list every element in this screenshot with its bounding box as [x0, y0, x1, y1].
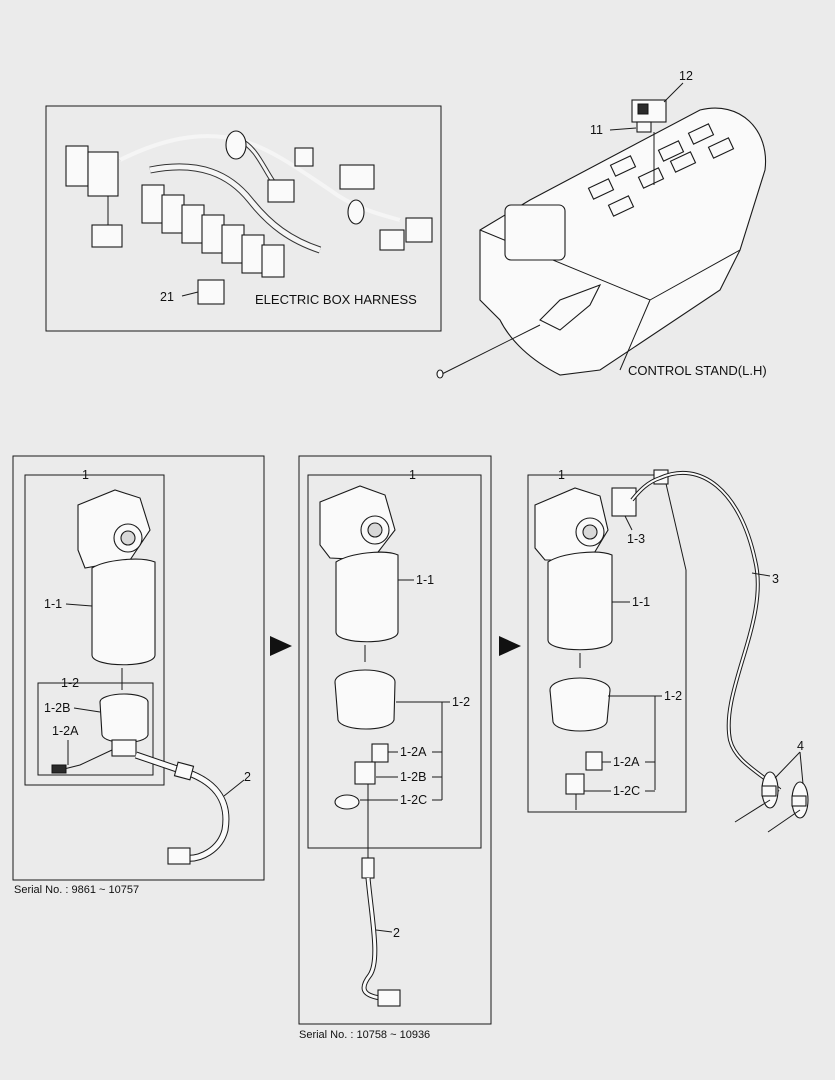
arrow-right-icon	[499, 636, 521, 656]
switch-panel	[587, 123, 735, 217]
connector	[294, 147, 314, 167]
drain-plug	[565, 773, 585, 795]
connector	[405, 217, 433, 243]
cable-ties	[734, 771, 809, 833]
connector	[267, 179, 295, 203]
panel-a: 1 1-1 1-2 1-2B 1-2A 2 Serial No. : 9861 …	[12, 455, 265, 896]
connector	[379, 229, 405, 251]
label-1-2c: 1-2C	[613, 784, 640, 798]
cable-connector	[167, 847, 191, 865]
sensor	[585, 751, 603, 771]
label-1-2c: 1-2C	[400, 793, 427, 807]
connector	[87, 151, 119, 197]
drain-plug	[354, 761, 376, 785]
callout-4: 4	[797, 739, 804, 753]
label-1-2a: 1-2A	[613, 755, 640, 769]
joystick-lever	[539, 283, 602, 331]
label-1-1: 1-1	[416, 573, 434, 587]
callout-2: 2	[244, 770, 251, 784]
relay	[197, 279, 225, 305]
label-1-2b: 1-2B	[44, 701, 70, 715]
callout-1: 1	[82, 468, 89, 482]
panel-a-bowl-frame	[37, 682, 154, 776]
label-1-2: 1-2	[452, 695, 470, 709]
cable-connector	[377, 989, 401, 1007]
connector	[339, 164, 375, 190]
panel-a-assembly-frame	[24, 474, 165, 786]
callout-1: 1	[409, 468, 416, 482]
callout-21: 21	[160, 290, 174, 304]
connector	[65, 145, 89, 187]
panel-c-frame	[527, 474, 687, 813]
arrow-right-icon	[270, 636, 292, 656]
grommet	[347, 199, 365, 225]
control-stand: 12 11 CONTROL STAND(L.H)	[436, 69, 767, 379]
cap	[334, 794, 360, 810]
filter-canister	[91, 558, 156, 666]
harness-frame	[45, 105, 442, 332]
heater	[611, 487, 637, 517]
relay-block-row	[141, 184, 285, 278]
control-stand-caption: CONTROL STAND(L.H)	[628, 363, 767, 378]
panel-b: 1 1-1 1-2 1-2A 1-2B 1-2C 2 Serial No. : …	[298, 455, 492, 1041]
panel-b-frame	[298, 455, 492, 1025]
label-1-2: 1-2	[664, 689, 682, 703]
callout-2: 2	[393, 926, 400, 940]
panel-b-assembly-frame	[307, 474, 482, 849]
joystick-base	[504, 204, 566, 261]
callout-12: 12	[679, 69, 693, 83]
rocker-switch	[631, 99, 667, 123]
electric-box-harness-panel: 21 ELECTRIC BOX HARNESS	[45, 105, 442, 332]
switch-connector	[636, 121, 652, 133]
callout-1: 1	[558, 468, 565, 482]
label-1-3: 1-3	[627, 532, 645, 546]
callout-11: 11	[590, 123, 603, 137]
harness-caption: ELECTRIC BOX HARNESS	[255, 292, 417, 307]
callout-3: 3	[772, 572, 779, 586]
cable	[135, 752, 229, 861]
panel-c: 1 1-3 1-1 1-2 1-2A 1-2C 3	[527, 468, 809, 833]
drain-valve	[111, 739, 137, 757]
cable	[362, 877, 381, 1000]
grommet	[225, 130, 247, 160]
panel-a-frame	[12, 455, 265, 881]
label-1-2: 1-2	[61, 676, 79, 690]
label-1-2b: 1-2B	[400, 770, 426, 784]
filter-canister	[547, 551, 613, 651]
cable-connector	[361, 857, 375, 879]
label-1-1: 1-1	[632, 595, 650, 609]
filter-canister	[335, 551, 399, 643]
label-1-2a: 1-2A	[400, 745, 427, 759]
serial-range-b: Serial No. : 10758 ~ 10936	[299, 1029, 430, 1041]
harness	[631, 472, 781, 791]
label-1-2a: 1-2A	[52, 724, 79, 738]
connector	[91, 224, 123, 248]
serial-range-a: Serial No. : 9861 ~ 10757	[14, 884, 139, 896]
sensor	[371, 743, 389, 763]
label-1-1: 1-1	[44, 597, 62, 611]
